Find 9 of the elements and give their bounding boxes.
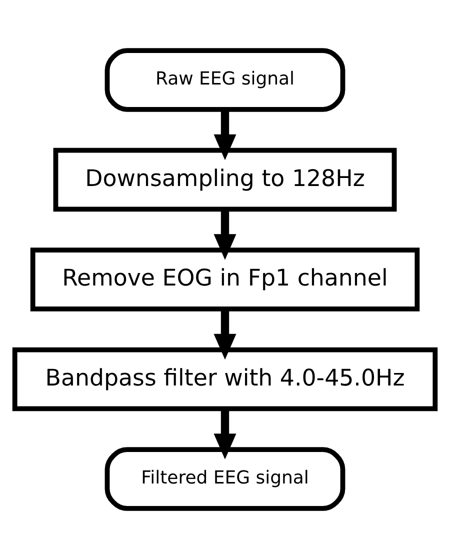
node-box: Filtered EEG signal — [104, 446, 346, 510]
node-box: Bandpass filter with 4.0-45.0Hz — [12, 346, 438, 411]
arrow — [214, 408, 236, 459]
arrow — [214, 109, 236, 160]
node-box: Downsampling to 128Hz — [53, 147, 397, 212]
arrow — [214, 308, 236, 360]
node-box: Raw EEG signal — [104, 48, 346, 112]
node-box: Remove EOG in Fp1 channel — [30, 247, 420, 311]
arrow — [214, 208, 236, 260]
